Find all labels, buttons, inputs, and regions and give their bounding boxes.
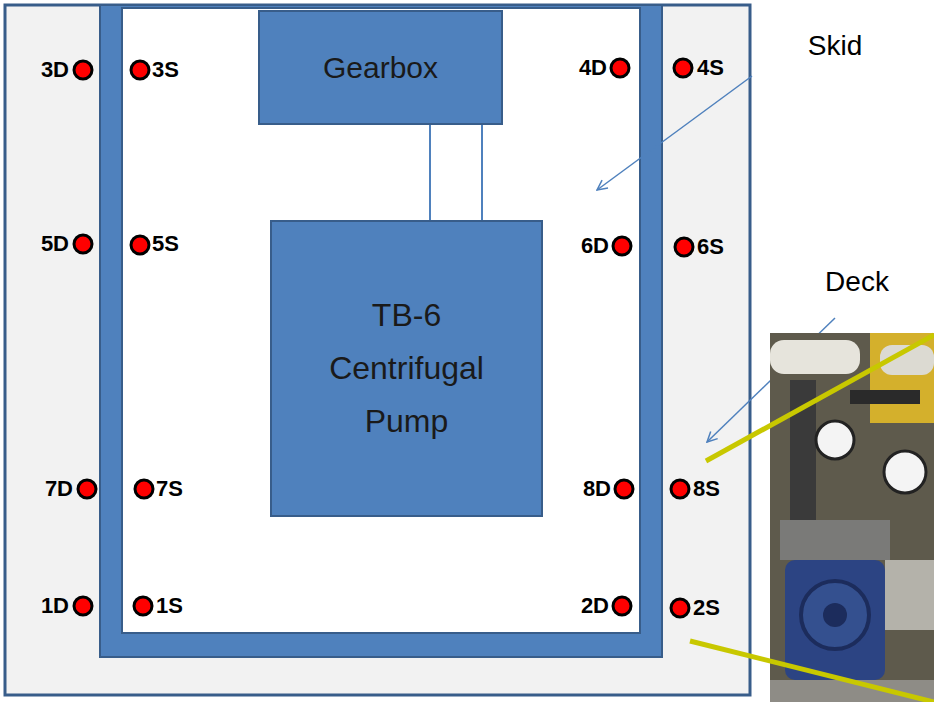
sensor-dot	[131, 236, 149, 254]
area-label: Skid	[808, 31, 862, 62]
sensor-dot	[131, 61, 149, 79]
sensor-label: 1S	[156, 594, 183, 618]
skid-frame	[100, 5, 662, 657]
area-label: Deck	[825, 267, 889, 298]
sensor-label: 7D	[45, 477, 73, 501]
sensor-dot	[74, 235, 92, 253]
sensor-dot	[615, 480, 633, 498]
sensor-dot	[74, 597, 92, 615]
sensor-dot	[135, 480, 153, 498]
sensor-dot	[671, 599, 689, 617]
sensor-label: 5S	[152, 232, 179, 256]
gearbox-box: Gearbox	[258, 10, 503, 125]
site-photo	[770, 333, 934, 702]
sensor-dot	[613, 597, 631, 615]
sensor-label: 1D	[41, 594, 69, 618]
sensor-label: 7S	[156, 477, 183, 501]
sensor-dot	[675, 238, 693, 256]
sensor-label: 4S	[697, 56, 724, 80]
sensor-dot	[611, 59, 629, 77]
shaft-coupling	[430, 125, 482, 220]
leader-arrow	[597, 76, 752, 190]
sensor-label: 6S	[697, 235, 724, 259]
sensor-dot	[78, 480, 96, 498]
sensor-label: 5D	[41, 232, 69, 256]
sensor-dot	[671, 480, 689, 498]
skid-interior	[122, 8, 640, 633]
sensor-label: 4D	[579, 56, 607, 80]
box-label: Gearbox	[323, 50, 438, 86]
sensor-label: 2S	[693, 596, 720, 620]
sensor-label: 2D	[581, 594, 609, 618]
sensor-dots	[74, 59, 693, 617]
photo-pointer-line	[706, 335, 934, 461]
sensor-label: 8S	[693, 477, 720, 501]
sensor-dot	[74, 61, 92, 79]
photo-pointer-line	[690, 641, 934, 702]
sensor-label: 3D	[41, 58, 69, 82]
sensor-dot	[613, 237, 631, 255]
sensor-label: 8D	[583, 477, 611, 501]
sensor-dot	[134, 597, 152, 615]
sensor-label: 3S	[152, 58, 179, 82]
deck-area	[5, 5, 750, 695]
pump-box: TB-6 Centrifugal Pump	[270, 220, 543, 517]
sensor-dot	[674, 59, 692, 77]
sensor-label: 6D	[581, 234, 609, 258]
box-label: TB-6 Centrifugal Pump	[300, 289, 513, 447]
